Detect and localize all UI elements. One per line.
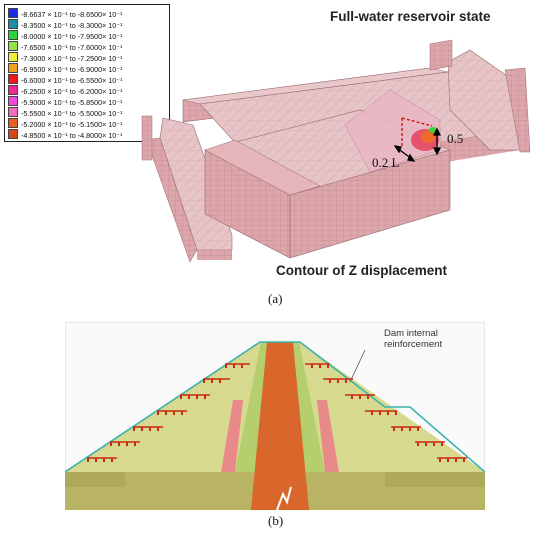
legend-item: -5.9000 × 10⁻¹ to -5.8500× 10⁻¹ [8, 96, 123, 107]
legend: -8.6637 × 10⁻¹ to -8.6500× 10⁻¹ -8.3500 ×… [4, 4, 170, 142]
legend-item: -6.9500 × 10⁻¹ to -6.9000× 10⁻¹ [8, 63, 123, 74]
width-dimension-label: 0.2 L [372, 155, 400, 170]
annotation-leader [349, 349, 366, 383]
legend-swatch [8, 41, 18, 51]
legend-item: -7.6500 × 10⁻¹ to -7.6000× 10⁻¹ [8, 41, 123, 52]
caption-a: (a) [268, 291, 283, 306]
legend-item: -8.6637 × 10⁻¹ to -8.6500× 10⁻¹ [8, 8, 123, 19]
downstream-filter [317, 400, 339, 472]
legend-item: -6.6000 × 10⁻¹ to -6.5500× 10⁻¹ [8, 74, 123, 85]
legend-swatch [8, 63, 18, 73]
right-abutment-block [429, 39, 531, 153]
legend-swatch [8, 129, 18, 139]
legend-swatch [8, 19, 18, 29]
panel-a-title: Full-water reservoir state [330, 9, 491, 24]
reinforcement-annotation-line2: reinforcement [384, 339, 443, 350]
legend-swatch [8, 85, 18, 95]
legend-item: -8.3500 × 10⁻¹ to -8.3000× 10⁻¹ [8, 19, 123, 30]
legend-item: -5.2000 × 10⁻¹ to -5.1500× 10⁻¹ [8, 118, 123, 129]
legend-swatch [8, 30, 18, 40]
legend-label: -6.6000 × 10⁻¹ to -6.5500× 10⁻¹ [21, 76, 123, 85]
legend-swatch [8, 74, 18, 84]
reinforcement-anchors [87, 364, 465, 462]
legend-label: -8.0000 × 10⁻¹ to -7.9500× 10⁻¹ [21, 32, 123, 41]
legend-label: -7.6500 × 10⁻¹ to -7.6000× 10⁻¹ [21, 43, 123, 52]
legend-label: -5.5500 × 10⁻¹ to -5.5000× 10⁻¹ [21, 109, 123, 118]
height-dimension-label: 0.5 [447, 131, 464, 146]
dam-cross-section [65, 322, 485, 510]
left-edge-pier [141, 115, 153, 161]
dimension-arrows [393, 127, 442, 162]
legend-label: -4.8500 × 10⁻¹ to -4.8000× 10⁻¹ [21, 131, 123, 140]
legend-swatch [8, 52, 18, 62]
legend-swatch [8, 107, 18, 117]
legend-label: -6.9500 × 10⁻¹ to -6.9000× 10⁻¹ [21, 65, 123, 74]
clay-core [251, 342, 309, 510]
legend-label: -8.6637 × 10⁻¹ to -8.6500× 10⁻¹ [21, 10, 123, 19]
legend-item: -7.3000 × 10⁻¹ to -7.2500× 10⁻¹ [8, 52, 123, 63]
legend-swatch [8, 118, 18, 128]
legend-item: -8.0000 × 10⁻¹ to -7.9500× 10⁻¹ [8, 30, 123, 41]
legend-label: -8.3500 × 10⁻¹ to -8.3000× 10⁻¹ [21, 21, 123, 30]
legend-swatch [8, 8, 18, 18]
reinforcement-annotation: Dam internal reinforcement [384, 328, 442, 350]
legend-label: -5.2000 × 10⁻¹ to -5.1500× 10⁻¹ [21, 120, 123, 129]
reinforcement-annotation-line1: Dam internal [384, 328, 438, 339]
caption-b: (b) [268, 513, 284, 528]
contour-title: Contour of Z displacement [276, 263, 448, 278]
contour-zone [344, 89, 441, 173]
legend-item: -4.8500 × 10⁻¹ to -4.8000× 10⁻¹ [8, 129, 123, 140]
legend-item: -5.5500 × 10⁻¹ to -5.5000× 10⁻¹ [8, 107, 123, 118]
legend-label: -7.3000 × 10⁻¹ to -7.2500× 10⁻¹ [21, 54, 123, 63]
legend-item: -6.2500 × 10⁻¹ to -6.2000× 10⁻¹ [8, 85, 123, 96]
upstream-filter [221, 400, 243, 472]
legend-label: -5.9000 × 10⁻¹ to -5.8500× 10⁻¹ [21, 98, 123, 107]
legend-swatch [8, 96, 18, 106]
reservoir-mesh-model [141, 39, 531, 263]
legend-label: -6.2500 × 10⁻¹ to -6.2000× 10⁻¹ [21, 87, 123, 96]
